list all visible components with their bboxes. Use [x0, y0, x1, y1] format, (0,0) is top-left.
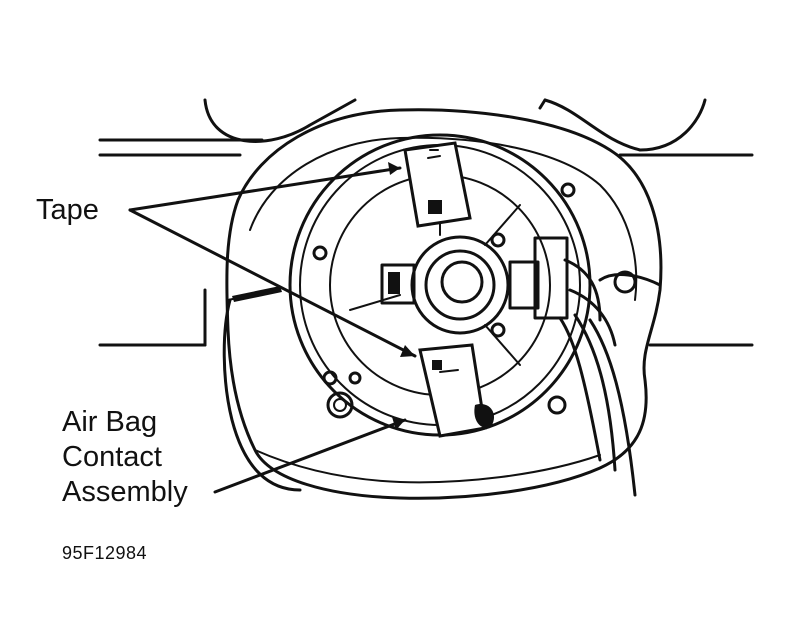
airbag-label-line3: Assembly — [62, 476, 188, 508]
upper-tape — [403, 141, 472, 228]
tape-label: Tape — [36, 194, 99, 226]
center-hub — [380, 235, 540, 335]
contact-assembly-arrow — [213, 418, 407, 494]
figure-code: 95F12984 — [62, 543, 148, 563]
lower-left-spoke — [222, 286, 302, 492]
leader-arrows — [128, 162, 417, 494]
airbag-label-line1: Air Bag — [62, 406, 158, 438]
wiring-connector — [533, 236, 662, 497]
steering-wheel-upper-rim — [203, 98, 707, 152]
tape-arrow-upper — [128, 166, 402, 212]
mounting-screws — [312, 182, 576, 419]
airbag-label-line2: Contact — [62, 441, 162, 473]
tape-arrow-lower — [128, 208, 417, 358]
lower-tape — [418, 343, 495, 438]
